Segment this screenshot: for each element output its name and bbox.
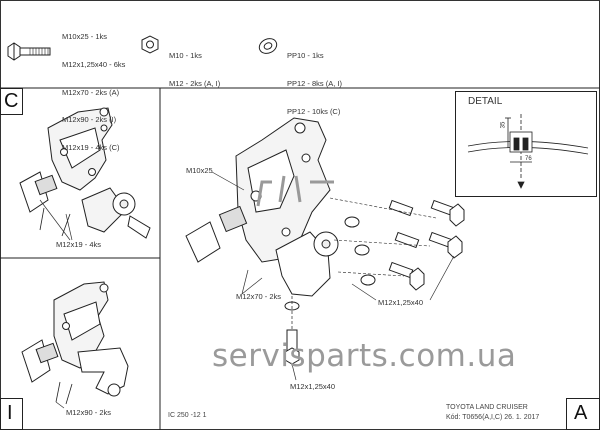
detail-dim-width: 76 [525,156,532,162]
bolt-spec: M10x25 - 1ks [62,32,108,42]
callout-a-m12x70: M12x70 - 2ks [236,292,282,301]
washer-spec: PP10 - 1ks [287,51,324,61]
bolt-spec: M12x90 - 2ks (I) [62,115,117,125]
panel-label-i: I [7,402,13,424]
callout-a-m10: M10x25 [186,166,213,175]
bolt-spec: M12x70 - 2ks (A) [62,87,120,97]
nuts-list: M10 - 1ks M12 - 2ks (A, I) [169,33,220,97]
bolts-list: M10x25 - 1ks M12x1,25x40 - 6ks M12x70 - … [62,14,125,161]
callout-a-m12x125-bottom: M12x1,25x40 [290,382,336,391]
watermark: servisparts.com.ua [212,338,517,374]
drawing-code: Kód: T0656(A,I,C) 26. 1. 2017 [446,414,540,421]
callout-c-bolt: M12x19 - 4ks [56,240,102,249]
panel-label-a: A [574,402,588,424]
detail-drawing [467,114,589,189]
panel-label-c: C [4,90,19,112]
washer-icon [258,38,278,54]
nut-icon [141,35,159,54]
nut-spec: M10 - 1ks [169,51,202,61]
bolt-spec: M12x19 - 4ks (C) [62,142,120,152]
callout-i-bolt: M12x90 - 2ks [66,408,112,417]
washer-spec: PP12 - 8ks (A, I) [287,79,343,89]
panel-c-towbar-drawing [19,107,151,239]
washer-spec: PP12 - 10ks (C) [287,106,341,116]
bolt-icon [7,42,51,61]
detail-dim-height: 35 [500,121,507,129]
callout-a-m12x125-right: M12x1,25x40 [378,298,424,307]
doc-number: IC 250 -12 1 [168,412,207,419]
bolt-spec: M12x1,25x40 - 6ks [62,60,126,70]
panel-i-towbar-drawing [21,281,129,405]
vehicle-name: TOYOTA LAND CRUISER [446,404,528,411]
panel-a-towbar-drawing [185,117,465,365]
nut-spec: M12 - 2ks (A, I) [169,79,221,89]
washers-list: PP10 - 1ks PP12 - 8ks (A, I) PP12 - 10ks… [287,33,342,125]
detail-title: DETAIL [468,96,503,107]
